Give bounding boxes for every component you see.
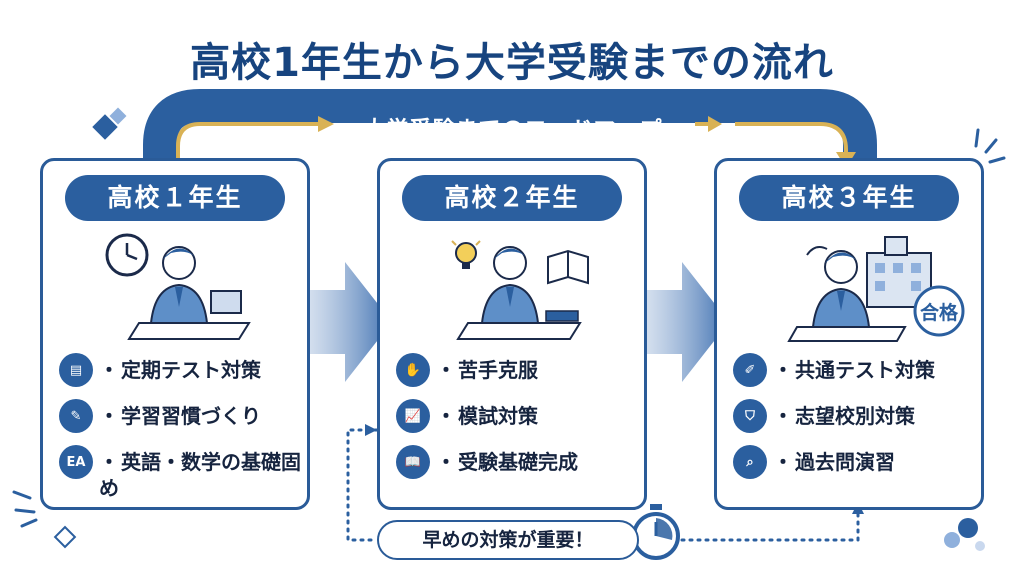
open-book-icon [547, 249, 589, 285]
item-list-year-3: ✐ ・共通テスト対策 ⛉ ・志望校別対策 ⌕ ・過去問演習 [733, 353, 977, 491]
pen-icon: ✐ [733, 353, 767, 387]
student-writing-illustration [451, 240, 589, 340]
language-icon: EA [59, 445, 93, 479]
item-text: 志望校別対策 [795, 404, 915, 428]
magnifier-icon: ⌕ [733, 445, 767, 479]
light-bulb-icon [451, 240, 481, 269]
spark-lines-left [12, 490, 38, 528]
item-list-year-1: ▤ ・定期テスト対策 ✎ ・学習習慣づくり EA ・英語・数学の基礎固め [59, 353, 303, 513]
stage-label-year-1: 高校１年生 [65, 175, 285, 221]
growth-chart-icon: 📈 [396, 399, 430, 433]
clock-icon [105, 233, 149, 277]
dotted-loop-arrow-head-1 [365, 424, 377, 436]
student-exam-illustration: 合格 [787, 236, 965, 342]
list-item: 📈 ・模試対策 [396, 399, 640, 433]
roadmap-arc-gold-line-3 [735, 122, 848, 158]
early-prep-message: 早めの対策が重要！ [377, 520, 639, 560]
stage-card-year-2: 高校２年生 ✋ ・苦手克服 📈 ・模試対策 📖 ・受験基礎完成 [377, 158, 647, 510]
book-icon: 📖 [396, 445, 430, 479]
stage-label-year-3: 高校３年生 [739, 175, 959, 221]
diamond-outline-decoration [53, 525, 77, 549]
document-icon: ▤ [59, 353, 93, 387]
roadmap-arc-gold-line [176, 122, 330, 158]
list-item: ✋ ・苦手克服 [396, 353, 640, 387]
roadmap-label: 大学受験までのロードマップ [363, 118, 663, 143]
list-item: ▤ ・定期テスト対策 [59, 353, 303, 387]
list-item: ✎ ・学習習慣づくり [59, 399, 303, 433]
item-text: 定期テスト対策 [121, 358, 261, 382]
gold-arrow-head-2 [708, 116, 722, 132]
item-text: 受験基礎完成 [458, 450, 578, 474]
roadmap-arc [143, 89, 877, 160]
list-item: ⛉ ・志望校別対策 [733, 399, 977, 433]
list-item: ⌕ ・過去問演習 [733, 445, 977, 479]
item-text: 英語・数学の基礎固め [99, 450, 301, 500]
stage-card-year-3: 高校３年生 合格 ✐ ・共通テスト対策 ⛉ ・志望校別対策 ⌕ [714, 158, 984, 510]
item-text: 苦手克服 [458, 358, 538, 382]
stage-card-year-1: 高校１年生 ▤ ・定期テスト対策 ✎ ・学習習慣づくり EA ・英語・数学の基礎… [40, 158, 310, 510]
shield-icon: ⛉ [733, 399, 767, 433]
student-studying-illustration [105, 233, 251, 340]
circle-decoration-right [944, 518, 985, 551]
notebook-icon: ✎ [59, 399, 93, 433]
hand-icon: ✋ [396, 353, 430, 387]
item-text: 共通テスト対策 [795, 358, 935, 382]
spark-lines-right [974, 128, 1006, 164]
item-list-year-2: ✋ ・苦手克服 📈 ・模試対策 📖 ・受験基礎完成 [396, 353, 640, 491]
gold-arrow-head-1 [318, 116, 334, 132]
item-text: 学習習慣づくり [121, 404, 261, 428]
dotted-loop [346, 428, 860, 542]
item-text: 模試対策 [458, 404, 538, 428]
list-item: ✐ ・共通テスト対策 [733, 353, 977, 387]
list-item: 📖 ・受験基礎完成 [396, 445, 640, 479]
diamond-decoration-left [92, 107, 127, 140]
pass-stamp-circle [913, 285, 965, 337]
stage-label-year-2: 高校２年生 [402, 175, 622, 221]
page-title: 高校1年生から大学受験までの流れ [190, 40, 834, 86]
item-text: 過去問演習 [795, 450, 895, 474]
stopwatch-icon [632, 504, 680, 560]
pass-stamp-text: 合格 [920, 301, 959, 324]
list-item: EA ・英語・数学の基礎固め [59, 445, 303, 501]
